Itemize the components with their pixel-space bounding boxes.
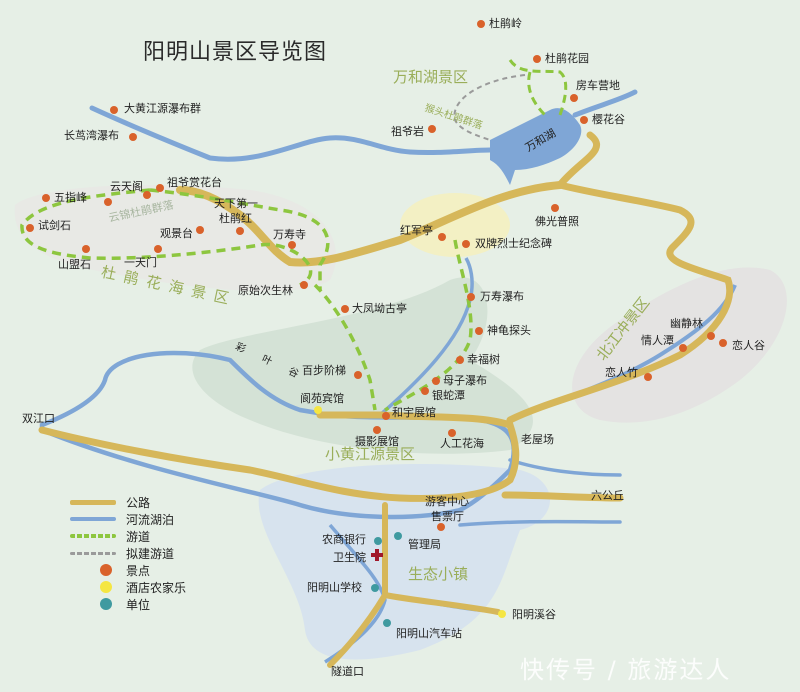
trail-dafeng	[313, 283, 377, 411]
poi-guanliju[interactable]: 管理局	[408, 538, 441, 551]
lake-wanhe	[490, 108, 582, 185]
legend-trail: 游道	[70, 528, 186, 544]
road-main-west	[38, 411, 520, 502]
poi-dujuanhong[interactable]: 杜鹃红	[219, 212, 252, 225]
poi-rengonghuahai[interactable]: 人工花海	[440, 437, 484, 450]
poi-wanshousi[interactable]: 万寿寺	[273, 228, 306, 241]
poi-yangmingshanqichezhan[interactable]: 阳明山汽车站	[396, 627, 462, 640]
legend-scenic-spot: 景点	[70, 562, 186, 578]
poi-fangcheyingdi[interactable]: 房车营地	[576, 79, 620, 92]
poi-zuyeshanghuatai[interactable]: 祖爷赏花台	[167, 176, 222, 189]
poi-muzipubu[interactable]: 母子瀑布	[443, 374, 487, 387]
road-liugong	[501, 491, 624, 502]
hospital-icon	[371, 549, 383, 561]
trail-dujuan-upper	[149, 188, 330, 290]
legend-river: 河流湖泊	[70, 511, 186, 527]
poi-shanmengshi[interactable]: 山盟石	[58, 258, 91, 271]
legend: 公路 河流湖泊 游道 拟建游道 景点 酒店农家乐 单位	[70, 494, 186, 613]
hotel-dots	[314, 406, 506, 618]
trail-dujuan-loop	[20, 188, 313, 287]
legend-hotel: 酒店农家乐	[70, 579, 186, 595]
planned-trail-swatch-icon	[70, 551, 116, 555]
river-liugong-bottom	[458, 519, 622, 527]
poi-sheyingzhanguan[interactable]: 摄影展馆	[355, 435, 399, 448]
poi-heyuzhanguan[interactable]: 和宇展馆	[392, 406, 436, 419]
poi-langyuanbinguan[interactable]: 阆苑宾馆	[300, 392, 344, 405]
poi-tianxiadiyi[interactable]: 天下第一	[214, 197, 258, 210]
poi-shuangjiangkou[interactable]: 双江口	[22, 412, 55, 425]
poi-hongjunting[interactable]: 红军亭	[400, 224, 433, 237]
road-town	[327, 502, 501, 668]
poi-yangmingshanxuexiao[interactable]: 阳明山学校	[307, 581, 362, 594]
area-hongjun-shade	[400, 193, 510, 257]
river-xiaohuang	[378, 257, 474, 417]
poi-guanjingtai[interactable]: 观景台	[160, 227, 193, 240]
poi-wanshoupubu[interactable]: 万寿瀑布	[480, 290, 524, 303]
watermark: 快传号 / 旅游达人	[520, 656, 732, 684]
road-swatch-icon	[70, 499, 116, 505]
area-label-shengtaixiaozhen: 生态小镇	[408, 565, 469, 583]
poi-dujuanling[interactable]: 杜鹃岭	[489, 17, 522, 30]
trail-wanhe	[508, 59, 568, 117]
poi-baibujieti[interactable]: 百步阶梯	[302, 364, 346, 377]
map-title: 阳明山景区导览图	[143, 40, 328, 65]
poi-qingrentan[interactable]: 情人潭	[641, 334, 674, 347]
poi-youjinglin[interactable]: 幽静林	[670, 317, 703, 330]
legend-planned-trail: 拟建游道	[70, 545, 186, 561]
legend-unit: 单位	[70, 596, 186, 612]
trail-hongjun	[384, 239, 473, 412]
poi-yangmingxigu[interactable]: 阳明溪谷	[512, 608, 556, 621]
poi-lianrengu[interactable]: 恋人谷	[732, 339, 765, 352]
poi-shuangpai[interactable]: 双牌烈士纪念碑	[475, 237, 552, 250]
poi-yinshetan[interactable]: 银蛇潭	[432, 389, 465, 402]
poi-yuntiange[interactable]: 云天阁	[110, 180, 143, 193]
poi-weishengyuan[interactable]: 卫生院	[333, 551, 366, 564]
poi-shoupiaoting[interactable]: 售票厅	[431, 510, 464, 523]
area-label-xiaohuangjiangyuan: 小黄江源景区	[325, 445, 416, 463]
area-label-wanhehu: 万和湖景区	[393, 68, 469, 86]
scenic-spot-dot-icon	[100, 564, 112, 576]
poi-wuzhifeng[interactable]: 五指峰	[54, 191, 87, 204]
poi-shijianshi[interactable]: 试剑石	[38, 219, 71, 232]
area-xiaohuangjiang-shade	[192, 277, 533, 454]
river-wanhe-out	[572, 89, 638, 118]
poi-yitianmen[interactable]: 一天门	[124, 256, 157, 269]
river-liugong-top	[508, 458, 622, 477]
scenic-dots	[26, 20, 727, 531]
hotel-dot-icon	[100, 581, 112, 593]
legend-road: 公路	[70, 494, 186, 510]
poi-yuanshicishenglin[interactable]: 原始次生林	[238, 284, 293, 297]
area-beijiangchong-shade	[572, 267, 787, 423]
trail-swatch-icon	[70, 534, 116, 538]
unit-dot-icon	[100, 598, 112, 610]
poi-liugongqiu[interactable]: 六公丘	[591, 489, 624, 502]
poi-dafengaoguting[interactable]: 大凤坳古亭	[352, 302, 407, 315]
unit-dots	[371, 532, 402, 627]
poi-changniaowan[interactable]: 长茑湾瀑布	[64, 129, 119, 142]
poi-xingfushu[interactable]: 幸福树	[467, 353, 500, 366]
poi-dujuanhuayuan[interactable]: 杜鹃花园	[545, 52, 589, 65]
poi-laowuchang[interactable]: 老屋场	[521, 433, 554, 446]
river-top	[89, 105, 493, 162]
poi-yinghuagu[interactable]: 樱花谷	[592, 113, 625, 126]
poi-suidaokou[interactable]: 隧道口	[331, 665, 364, 678]
poi-youkezhongxin[interactable]: 游客中心	[425, 495, 469, 508]
river-swatch-icon	[70, 517, 116, 521]
area-dujuan-shade	[14, 185, 337, 292]
poi-foguangpuzhao[interactable]: 佛光普照	[535, 215, 579, 228]
poi-dahuangjiangyuan[interactable]: 大黄江源瀑布群	[124, 102, 201, 115]
poi-zuyeyan[interactable]: 祖爷岩	[391, 125, 424, 138]
poi-lianrenzhu[interactable]: 恋人竹	[605, 366, 638, 379]
poi-shenguitantou[interactable]: 神龟探头	[487, 324, 531, 337]
road-ridge	[176, 181, 564, 267]
poi-nongshangyinhang[interactable]: 农商银行	[322, 533, 366, 546]
